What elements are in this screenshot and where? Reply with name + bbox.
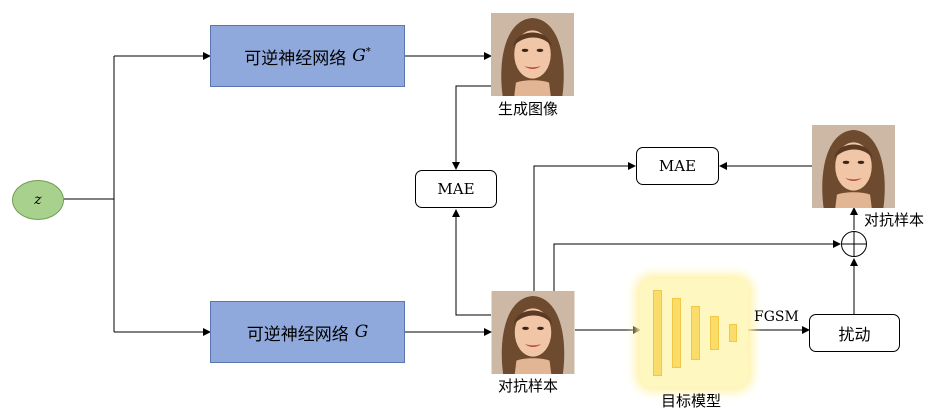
add-operator-icon bbox=[841, 231, 867, 257]
adversarial-sample-label-right: 对抗样本 bbox=[864, 211, 925, 229]
adversarial-sample-photo-bottom bbox=[491, 291, 575, 374]
arrow bbox=[553, 240, 841, 291]
latent-z-label: z bbox=[34, 192, 42, 208]
generated-image-photo bbox=[491, 13, 574, 96]
adversarial-sample-photo-right bbox=[812, 125, 895, 208]
network-label: 可逆神经网络 bbox=[246, 324, 349, 345]
fgsm-label: FGSM bbox=[754, 309, 799, 325]
perturbation-label: 扰动 bbox=[838, 325, 871, 344]
target-model-icon bbox=[640, 279, 748, 387]
model-layer bbox=[710, 316, 719, 350]
model-layer bbox=[691, 306, 700, 360]
arrow bbox=[533, 162, 636, 291]
arrow bbox=[452, 85, 491, 170]
model-layer bbox=[729, 324, 737, 342]
mae-box-left: MAE bbox=[415, 170, 497, 208]
face-icon bbox=[812, 125, 895, 208]
network-symbol: G bbox=[354, 322, 369, 342]
mae-label: MAE bbox=[437, 180, 475, 198]
target-model-label: 目标模型 bbox=[661, 392, 722, 410]
face-icon bbox=[491, 13, 574, 96]
perturbation-box: 扰动 bbox=[809, 314, 900, 352]
face-icon bbox=[491, 291, 575, 374]
model-layer bbox=[672, 298, 681, 368]
model-layer bbox=[653, 290, 662, 376]
latent-z-node: z bbox=[12, 180, 64, 220]
invertible-network-g: 可逆神经网络 G bbox=[210, 301, 405, 363]
adversarial-sample-label-bottom: 对抗样本 bbox=[498, 377, 559, 395]
mae-box-right: MAE bbox=[636, 147, 719, 185]
network-label: 可逆神经网络 bbox=[244, 48, 347, 69]
generated-image-label: 生成图像 bbox=[498, 100, 559, 118]
arrow bbox=[452, 209, 491, 316]
invertible-network-g-star: 可逆神经网络 G* bbox=[210, 25, 405, 87]
network-symbol: G* bbox=[352, 46, 371, 66]
mae-label: MAE bbox=[658, 157, 697, 175]
